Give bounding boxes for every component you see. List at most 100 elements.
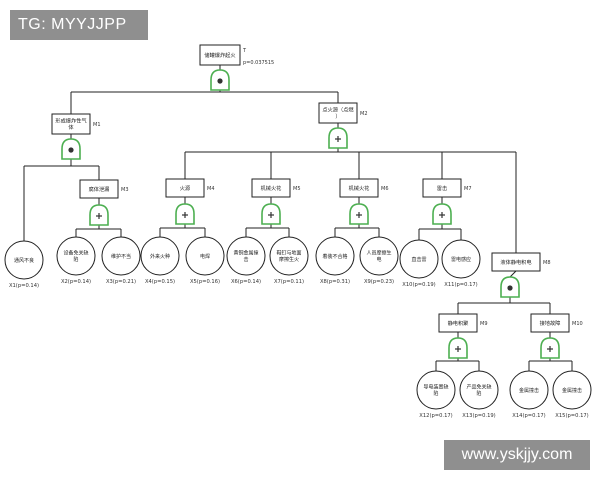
probability-label: X8(p=0.31) (320, 279, 350, 285)
and-gate-icon (500, 276, 520, 298)
basic-event-x11: 雷电感应 X11(p=0.17) (441, 239, 481, 288)
probability-label: X14(p=0.17) (512, 413, 545, 419)
event-box-m5: 机械火花 M5 (251, 178, 301, 198)
event-label: 金属撞击 (562, 387, 582, 394)
basic-event-x5: 电焊 X5(p=0.16) (185, 236, 225, 285)
event-label: 外来火种 (150, 253, 170, 260)
probability-label: X10(p=0.19) (402, 282, 435, 288)
probability-label: X1(p=0.14) (9, 283, 39, 289)
basic-event-x1: 通风不良 X1(p=0.14) (4, 240, 44, 289)
basic-event-x4: 外来火种 X4(p=0.15) (140, 236, 180, 285)
event-label: 形成爆炸性气 (55, 117, 86, 125)
or-gate-icon (175, 203, 195, 225)
or-gate-icon (432, 203, 452, 225)
event-label: 产品免关缺 (466, 384, 491, 391)
event-label: 电 (376, 256, 381, 263)
basic-event-x8: 着装不合格 X8(p=0.31) (315, 236, 355, 285)
event-label: 通风不良 (14, 257, 34, 264)
event-label: 电焊 (200, 253, 210, 260)
event-label: ） (335, 113, 340, 120)
event-box-m3: 腐体泄漏 M3 (79, 179, 129, 199)
probability-label: X6(p=0.14) (231, 279, 261, 285)
event-box-m6: 机械火花 M6 (339, 178, 389, 198)
event-label: 接地故障 (540, 319, 561, 327)
event-label: 着装不合格 (322, 253, 347, 260)
basic-event-x14: 金属撞击 X14(p=0.17) (509, 370, 549, 419)
event-box-m10: 接地故障 M10 (530, 313, 583, 333)
event-label: 摩擦生火 (279, 256, 299, 263)
event-tag: M10 (572, 321, 583, 327)
event-label: 腐体泄漏 (89, 185, 110, 193)
event-label: 直击雷 (411, 256, 426, 263)
event-box-m4: 火源 M4 (165, 178, 215, 198)
basic-event-x10: 直击雷 X10(p=0.19) (399, 239, 439, 288)
probability-label: X11(p=0.17) (444, 282, 477, 288)
event-box-m2: 点火源（点燃） M2 (318, 102, 368, 124)
probability-label: X2(p=0.14) (61, 279, 91, 285)
event-label: 陷 (476, 390, 481, 397)
event-tag: M8 (543, 260, 551, 266)
basic-event-x3: 维护不当 X3(p=0.21) (101, 236, 141, 285)
event-label: 维护不当 (111, 253, 131, 260)
event-label: 雷电感应 (451, 256, 471, 263)
event-label: 机械火花 (349, 184, 370, 192)
and-gate-icon (210, 69, 230, 91)
event-label: 陷 (433, 390, 438, 397)
basic-events: 通风不良X1(p=0.14)设备免关缺陷X2(p=0.14)维护不当X3(p=0… (4, 236, 592, 419)
probability-label: X4(p=0.15) (145, 279, 175, 285)
event-label: 黄铜金属撞 (233, 250, 258, 257)
or-gate-icon (261, 203, 281, 225)
event-tag: T (242, 48, 247, 54)
event-tag: M6 (381, 186, 389, 192)
event-tag: M2 (360, 111, 368, 117)
event-label: 击 (243, 256, 248, 263)
or-gate-icon (448, 337, 468, 359)
event-label: 人员摩擦生 (366, 250, 391, 257)
event-label: 体 (68, 123, 74, 131)
event-tag: M1 (93, 122, 101, 128)
event-label: 点火源（点燃 (322, 106, 354, 114)
or-gate-icon (349, 203, 369, 225)
event-label: 静电积聚 (448, 319, 470, 327)
probability-label: X13(p=0.19) (462, 413, 495, 419)
event-label: 火源 (180, 184, 191, 192)
event-tag: M7 (464, 186, 472, 192)
event-box-m9: 静电积聚 M9 (438, 313, 488, 333)
logic-gates (61, 69, 560, 359)
connector-lines (23, 65, 573, 371)
event-tag: M3 (121, 187, 129, 193)
event-box-t: 储罐爆炸起火 Tp=0.037515 (199, 44, 274, 66)
event-tag: M5 (293, 186, 301, 192)
event-label: 鞋钉与地面 (276, 250, 301, 257)
event-label: 储罐爆炸起火 (204, 51, 235, 59)
probability-label: X9(p=0.23) (364, 279, 394, 285)
event-label: 陷 (73, 256, 78, 263)
or-gate-icon (540, 337, 560, 359)
probability-label: p=0.037515 (243, 60, 274, 66)
or-gate-icon (89, 204, 109, 226)
probability-label: X3(p=0.21) (106, 279, 136, 285)
probability-label: X15(p=0.17) (555, 413, 588, 419)
probability-label: X7(p=0.11) (274, 279, 304, 285)
event-tag: M4 (207, 186, 215, 192)
event-label: 机械火花 (261, 184, 282, 192)
probability-label: X5(p=0.16) (190, 279, 220, 285)
watermark-bottom: www.yskjjy.com (444, 440, 590, 470)
event-box-m8: 液体静电积电 M8 (491, 252, 551, 272)
and-gate-icon (61, 138, 81, 160)
event-label: 液体静电积电 (500, 258, 531, 266)
event-label: 金属撞击 (519, 387, 539, 394)
probability-label: X12(p=0.17) (419, 413, 452, 419)
event-label: 设备免关缺 (63, 250, 88, 257)
event-tag: M9 (480, 321, 488, 327)
